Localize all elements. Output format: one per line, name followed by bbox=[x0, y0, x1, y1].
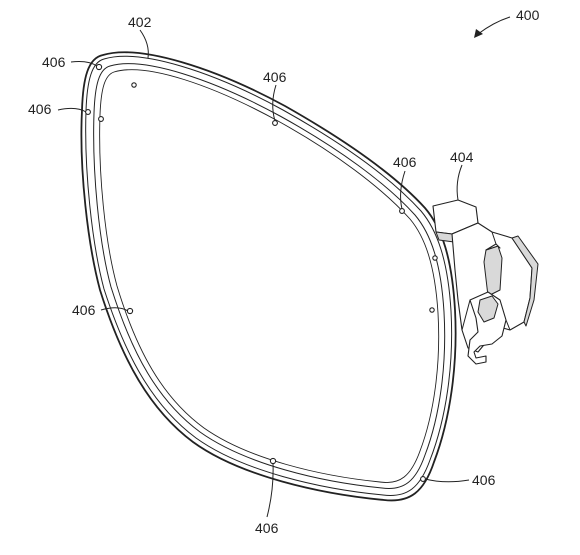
mount-hole bbox=[85, 109, 91, 115]
leader-406-e bbox=[100, 307, 129, 312]
mount-hole bbox=[432, 255, 438, 261]
lens-outer-edge bbox=[80, 51, 457, 502]
lens-inner-edge-2 bbox=[99, 69, 440, 484]
hinge-clip-shade bbox=[477, 295, 499, 323]
reference-numerals: 400 402 404 406 406 406 406 406 406 406 bbox=[28, 7, 540, 536]
mount-hole bbox=[420, 476, 426, 482]
leader-402 bbox=[139, 29, 149, 59]
lens-outer-edge-2 bbox=[85, 55, 453, 497]
label-404: 404 bbox=[450, 149, 474, 165]
leader-400 bbox=[477, 16, 511, 35]
leader-404 bbox=[456, 164, 463, 201]
mount-hole bbox=[272, 120, 278, 126]
hinge-detail-line bbox=[461, 231, 511, 331]
label-400: 400 bbox=[516, 7, 540, 23]
label-406-right: 406 bbox=[393, 154, 417, 170]
lens-inner-edge bbox=[93, 63, 446, 490]
lens-frame bbox=[80, 51, 457, 502]
leader-406-a bbox=[70, 61, 98, 67]
mount-hole bbox=[269, 457, 277, 465]
leader-406-b bbox=[57, 107, 87, 113]
hinge-knuckle-upper-face bbox=[485, 243, 501, 251]
label-406-left: 406 bbox=[28, 101, 52, 117]
leader-lines bbox=[57, 16, 511, 518]
mount-hole bbox=[98, 116, 104, 122]
leader-406-d bbox=[400, 170, 406, 210]
hinge-knuckle-upper bbox=[483, 245, 503, 297]
leader-406-c bbox=[272, 84, 277, 122]
mount-hole bbox=[126, 307, 134, 315]
label-402: 402 bbox=[128, 14, 152, 30]
mount-hole bbox=[131, 82, 137, 88]
label-406-top: 406 bbox=[263, 69, 287, 85]
leader-406-g bbox=[266, 462, 274, 518]
label-406-bottom: 406 bbox=[255, 520, 279, 536]
hinge-plate-edge bbox=[511, 235, 539, 327]
arrowhead-400 bbox=[474, 29, 483, 38]
hinge-assembly bbox=[432, 199, 539, 365]
label-406-mid-left: 406 bbox=[72, 302, 96, 318]
leader-406-f bbox=[424, 478, 470, 483]
mount-hole bbox=[429, 307, 435, 313]
label-406-bottom-right: 406 bbox=[472, 472, 496, 488]
label-406-top-left: 406 bbox=[42, 54, 66, 70]
mount-hole bbox=[399, 208, 405, 214]
mount-hole bbox=[95, 63, 103, 71]
